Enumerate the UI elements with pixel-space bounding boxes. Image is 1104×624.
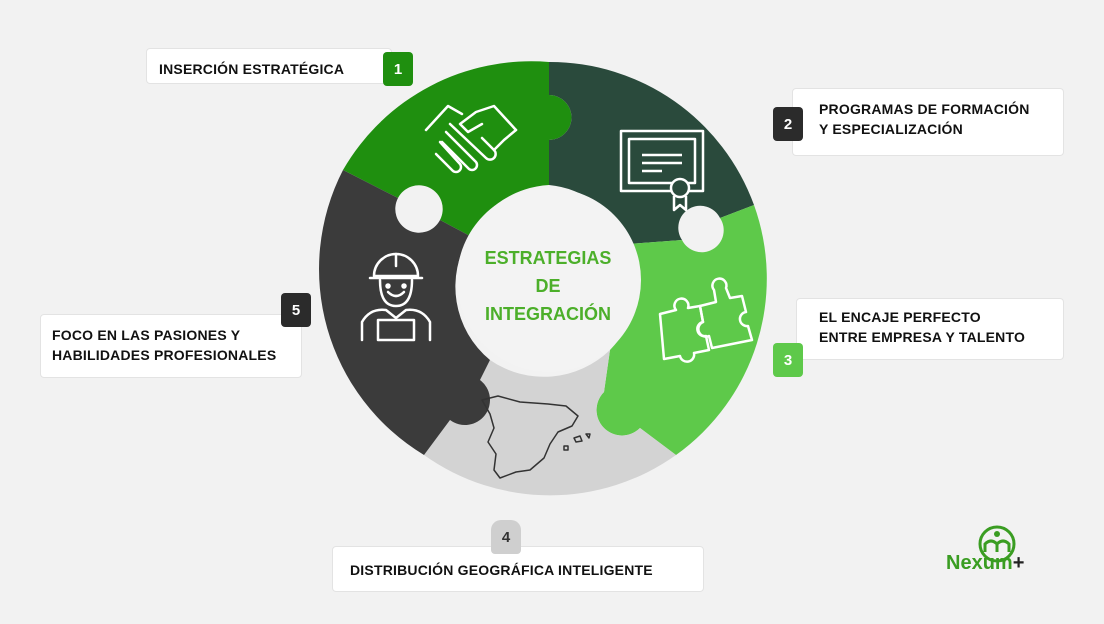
step-5-label: FOCO EN LAS PASIONES Y HABILIDADES PROFE…: [40, 314, 302, 378]
step-4-text: DISTRIBUCIÓN GEOGRÁFICA INTELIGENTE: [350, 562, 653, 578]
handshake-icon: [424, 104, 518, 174]
certificate-icon: [619, 129, 705, 212]
segment-1: [343, 61, 572, 236]
step-4-badge: 4: [491, 520, 521, 554]
center-circle: [457, 188, 641, 372]
segment-4: [424, 350, 676, 496]
step-1-text: INSERCIÓN ESTRATÉGICA: [159, 61, 345, 77]
brand-name-text: Nexum: [946, 552, 1013, 574]
worker-icon: [360, 252, 432, 342]
step-1-badge: 1: [383, 52, 413, 86]
step-3-badge: 3: [773, 343, 803, 377]
step-3-text-line1: EL ENCAJE PERFECTO: [819, 309, 981, 325]
step-2-text-line2: Y ESPECIALIZACIÓN: [819, 121, 963, 137]
step-2-badge: 2: [773, 107, 803, 141]
center-title: ESTRATEGIAS DE INTEGRACIÓN: [460, 244, 636, 328]
segment-2: [549, 61, 754, 244]
step-5-text-line2: HABILIDADES PROFESIONALES: [52, 347, 277, 363]
step-3-text-line2: ENTRE EMPRESA Y TALENTO: [819, 329, 1026, 345]
center-title-line3: INTEGRACIÓN: [485, 304, 611, 324]
center-title-line2: DE: [535, 276, 561, 296]
step-2-label: PROGRAMAS DE FORMACIÓN Y ESPECIALIZACIÓN: [792, 88, 1064, 156]
puzzle-icon: [658, 277, 754, 363]
brand-name: Nexum+: [946, 552, 1024, 575]
nexum-logo-icon: [978, 525, 1016, 563]
center-title-line1: ESTRATEGIAS: [484, 248, 612, 268]
spain-map-icon: [481, 395, 591, 479]
brand-suffix: +: [1012, 552, 1025, 574]
step-3-label: EL ENCAJE PERFECTO ENTRE EMPRESA Y TALEN…: [796, 298, 1064, 360]
step-1-label: INSERCIÓN ESTRATÉGICA: [146, 48, 392, 84]
step-2-text-line1: PROGRAMAS DE FORMACIÓN: [819, 101, 1030, 117]
step-5-text-line1: FOCO EN LAS PASIONES Y: [52, 327, 241, 343]
step-5-badge: 5: [281, 293, 311, 327]
